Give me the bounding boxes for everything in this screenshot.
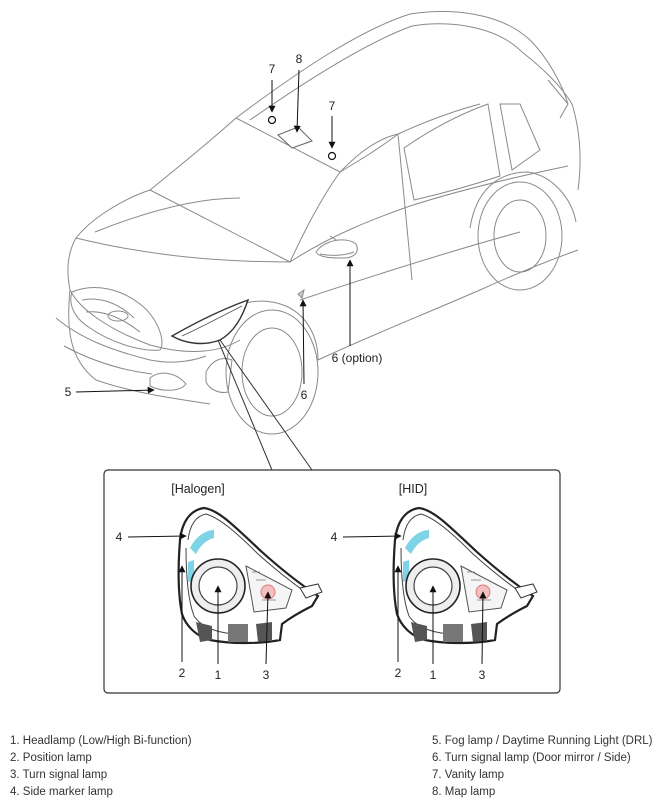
- svg-text:1: 1: [215, 668, 222, 682]
- halogen-headlamp-assembly: [177, 506, 323, 645]
- callout-mirror-signal: 6 (option): [332, 259, 383, 365]
- callout-map-lamp: 8: [293, 52, 303, 133]
- svg-text:[Halogen]: [Halogen]: [171, 482, 225, 496]
- svg-text:7: 7: [269, 62, 276, 76]
- zoom-line-right: [219, 339, 313, 471]
- legend-item-side-marker-lamp: 4. Side marker lamp: [10, 786, 113, 798]
- legend-item-turn-signal-lamp: 3. Turn signal lamp: [10, 769, 108, 781]
- callout-side-marker: 6: [299, 299, 308, 402]
- svg-text:2: 2: [395, 666, 402, 680]
- svg-text:1: 1: [430, 668, 437, 682]
- svg-text:4: 4: [116, 530, 123, 544]
- legend-left: 1. Headlamp (Low/High Bi-function) 2. Po…: [10, 733, 192, 801]
- svg-text:5: 5: [65, 385, 72, 399]
- legend-item-position-lamp: 2. Position lamp: [10, 752, 92, 764]
- hid-panel: [HID] 4 2 1 3: [331, 482, 538, 682]
- svg-text:3: 3: [479, 668, 486, 682]
- legend-item-fog-lamp: 5. Fog lamp / Daytime Running Light (DRL…: [432, 735, 653, 747]
- svg-text:4: 4: [331, 530, 338, 544]
- svg-text:3: 3: [263, 668, 270, 682]
- legend-item-map-lamp: 8. Map lamp: [432, 786, 496, 798]
- legend-right: 5. Fog lamp / Daytime Running Light (DRL…: [432, 733, 653, 801]
- svg-text:[HID]: [HID]: [399, 482, 427, 496]
- svg-text:7: 7: [329, 99, 336, 113]
- vehicle-illustration: [55, 11, 581, 435]
- legend-item-turn-signal-mirror: 6. Turn signal lamp (Door mirror / Side): [432, 752, 631, 764]
- legend-item-headlamp: 1. Headlamp (Low/High Bi-function): [10, 735, 192, 747]
- callout-vanity-left: 7: [268, 62, 276, 113]
- callout-vanity-right: 7: [328, 99, 336, 149]
- svg-text:2: 2: [179, 666, 186, 680]
- legend-item-vanity-lamp: 7. Vanity lamp: [432, 769, 505, 781]
- svg-text:6 (option): 6 (option): [332, 351, 383, 365]
- svg-text:8: 8: [296, 52, 303, 66]
- zoom-line-left: [217, 339, 273, 471]
- svg-text:6: 6: [301, 388, 308, 402]
- callout-fog-lamp: 5: [65, 385, 155, 399]
- halogen-panel: [Halogen] 4 2 1: [116, 482, 323, 682]
- vehicle-headlamp: [170, 298, 250, 345]
